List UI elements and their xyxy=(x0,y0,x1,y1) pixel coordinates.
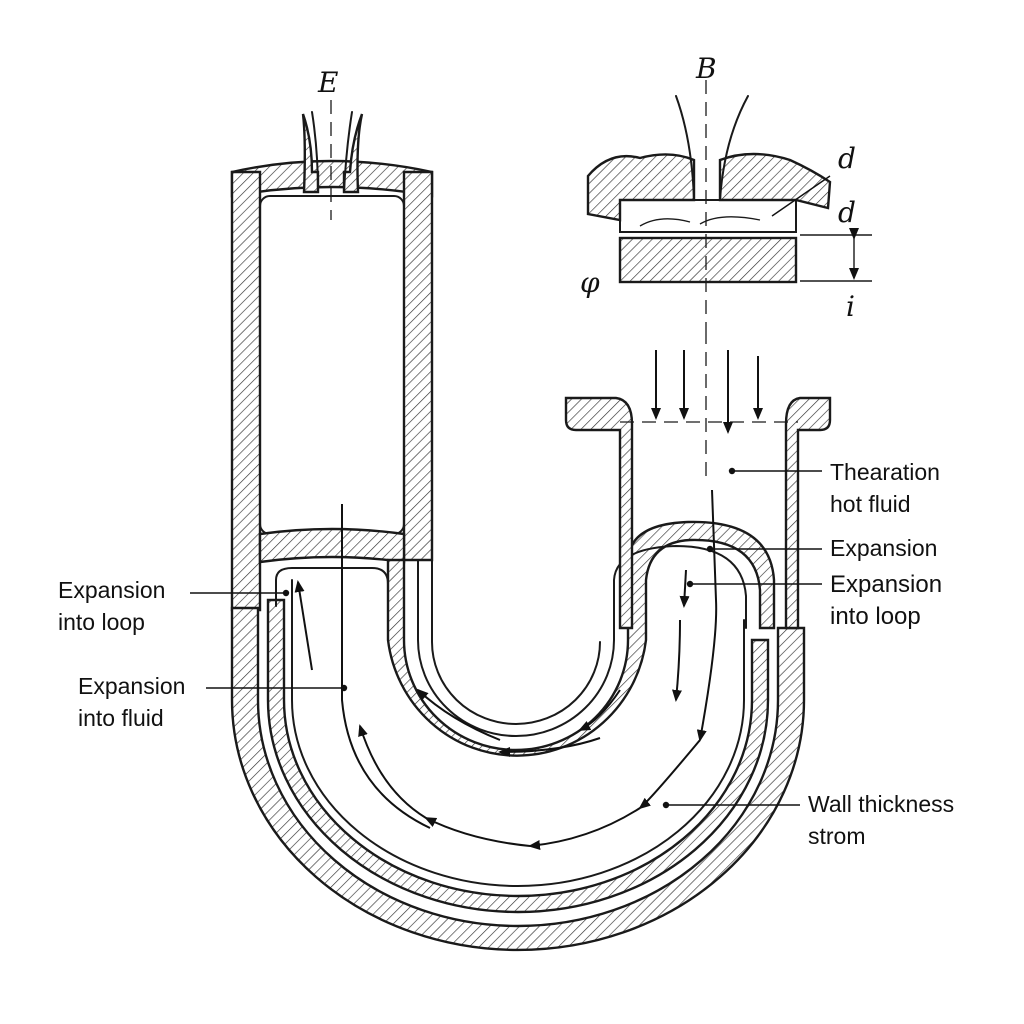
left-chamber-floor-wall xyxy=(258,527,406,564)
u-tube-inner-liner xyxy=(291,579,745,887)
u-tube-middle-shell xyxy=(266,598,770,914)
label-expansion-into-loop-left-2: into loop xyxy=(58,609,145,635)
inner-u-divider xyxy=(386,520,776,757)
label-expansion-into-loop-right-1: Expansion xyxy=(830,571,942,598)
symbol-d-lower: d xyxy=(838,196,856,229)
symbol-d-upper: d xyxy=(838,142,856,175)
label-thearation: Thearation xyxy=(830,459,940,485)
label-expansion: Expansion xyxy=(830,535,937,561)
left-chamber-left-wall xyxy=(230,170,262,612)
detail-seal-plate xyxy=(619,199,797,233)
left-chamber-right-wall xyxy=(402,170,434,562)
symbol-i: i xyxy=(846,290,855,323)
label-expansion-into-loop-left-1: Expansion xyxy=(58,577,165,603)
left-chamber-cavity xyxy=(259,195,405,535)
label-hot-fluid: hot fluid xyxy=(830,491,911,517)
riser-left-flange xyxy=(564,396,634,630)
flow-lines xyxy=(294,489,718,850)
riser-right-flange xyxy=(784,396,832,630)
label-wall-thickness: Wall thickness xyxy=(808,791,954,817)
symbol-phi: φ xyxy=(580,266,600,299)
label-expansion-into-fluid-1: Expansion xyxy=(78,673,185,699)
symbol-e: E xyxy=(317,66,338,99)
seal-detail xyxy=(586,80,872,330)
label-expansion-into-fluid-2: into fluid xyxy=(78,705,164,731)
right-riser xyxy=(564,396,832,630)
inflow-arrows xyxy=(651,350,763,434)
symbol-b: B xyxy=(695,52,717,85)
detail-upper-block xyxy=(586,153,696,222)
left-chamber xyxy=(230,159,434,612)
label-strom: strom xyxy=(808,823,866,849)
u-tube-outer-wall xyxy=(230,606,806,952)
inlet-e-nozzle xyxy=(301,100,364,220)
label-leaders xyxy=(190,467,822,809)
label-expansion-into-loop-right-2: into loop xyxy=(830,603,921,630)
detail-base-disk xyxy=(618,236,798,284)
left-chamber-top-wall xyxy=(230,159,434,198)
